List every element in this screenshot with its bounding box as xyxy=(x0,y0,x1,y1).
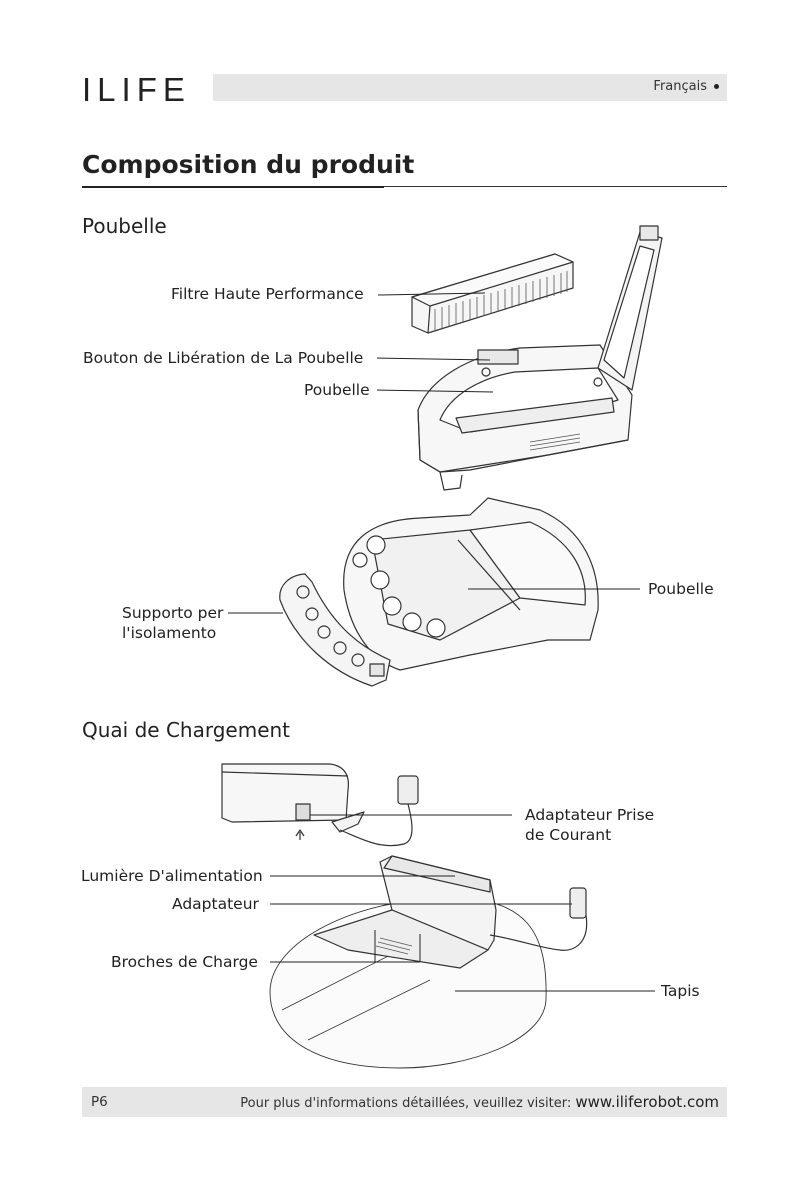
label-adapter-plug-line1: Adaptateur Prise xyxy=(525,806,655,824)
section-heading-dock: Quai de Chargement xyxy=(82,718,291,742)
footer-info: Pour plus d'informations détaillées, veu… xyxy=(240,1093,719,1111)
page-number: P6 xyxy=(91,1094,108,1110)
dust-bin-illustration xyxy=(417,225,663,491)
language-bar: Français xyxy=(213,74,727,101)
title-rule xyxy=(384,186,727,187)
label-filter: Filtre Haute Performance xyxy=(171,285,364,303)
bullet-icon xyxy=(714,84,719,89)
label-support-line1: Supporto per xyxy=(122,604,224,622)
footer-info-text: Pour plus d'informations détaillées, veu… xyxy=(240,1096,576,1111)
leader-lines xyxy=(228,292,655,992)
page-title: Composition du produit xyxy=(82,150,415,179)
label-mat: Tapis xyxy=(661,982,700,1000)
label-adapter: Adaptateur xyxy=(172,895,259,913)
label-charge-pins: Broches de Charge xyxy=(111,953,258,971)
brand-logo: ILIFE xyxy=(82,71,191,108)
page-footer: P6 Pour plus d'informations détaillées, … xyxy=(82,1087,727,1117)
dock-front-illustration xyxy=(221,763,419,847)
footer-url-link[interactable]: www.iliferobot.com xyxy=(575,1093,719,1111)
section-heading-bin: Poubelle xyxy=(82,214,167,238)
label-power-light: Lumière D'alimentation xyxy=(81,867,263,885)
label-bin-right: Poubelle xyxy=(648,580,714,598)
label-bin: Poubelle xyxy=(304,381,370,399)
language-label: Français xyxy=(653,79,707,94)
language-indicator: Français xyxy=(653,79,719,94)
label-adapter-plug-line2: de Courant xyxy=(525,826,612,844)
label-release-button: Bouton de Libération de La Poubelle xyxy=(83,349,364,367)
bin-with-support-illustration xyxy=(279,497,599,687)
dock-mat-illustration xyxy=(269,855,588,1069)
title-underline xyxy=(82,186,384,188)
filter-illustration xyxy=(411,253,574,334)
label-support-line2: l'isolamento xyxy=(122,624,217,642)
